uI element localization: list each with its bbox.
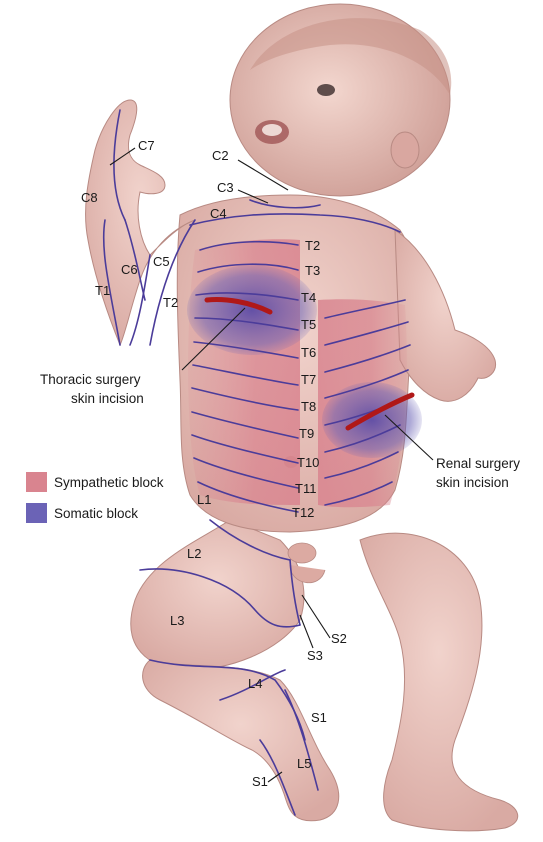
label-s1-upper: S1	[311, 710, 327, 725]
label-t5: T5	[301, 317, 316, 332]
label-l5: L5	[297, 756, 311, 771]
infant-body	[86, 4, 518, 831]
label-t6: T6	[301, 345, 316, 360]
renal-callout-line1: Renal surgery	[436, 456, 520, 471]
label-c6: C6	[121, 262, 138, 277]
label-s3: S3	[307, 648, 323, 663]
label-l1: L1	[197, 492, 211, 507]
label-c8: C8	[81, 190, 98, 205]
label-t12: T12	[292, 505, 314, 520]
renal-callout-line2: skin incision	[436, 475, 509, 490]
label-t8: T8	[301, 399, 316, 414]
label-t1: T1	[95, 283, 110, 298]
label-s1-lower: S1	[252, 774, 268, 789]
leader-s3	[300, 615, 313, 648]
label-l2: L2	[187, 546, 201, 561]
label-t7: T7	[301, 372, 316, 387]
thoracic-callout-line2: skin incision	[71, 391, 144, 406]
label-c4: C4	[210, 206, 227, 221]
label-l4: L4	[248, 676, 262, 691]
legend-label-sympathetic: Sympathetic block	[54, 475, 164, 490]
label-t11: T11	[295, 481, 316, 496]
label-t2: T2	[305, 238, 320, 253]
label-t2-arm: T2	[163, 295, 178, 310]
legend-label-somatic: Somatic block	[54, 506, 138, 521]
label-s2: S2	[331, 631, 347, 646]
legend-swatch-sympathetic	[26, 472, 47, 492]
legend-swatch-somatic	[26, 503, 47, 523]
label-c2: C2	[212, 148, 229, 163]
label-c5: C5	[153, 254, 170, 269]
thoracic-callout-line1: Thoracic surgery	[40, 372, 141, 387]
label-c7: C7	[138, 138, 155, 153]
legend: Sympathetic block Somatic block	[26, 472, 164, 523]
label-c3: C3	[217, 180, 234, 195]
label-t4: T4	[301, 290, 316, 305]
label-t9: T9	[299, 426, 314, 441]
renal-callout: Renal surgery skin incision	[436, 456, 520, 490]
thoracic-callout: Thoracic surgery skin incision	[40, 372, 144, 406]
label-l3: L3	[170, 613, 184, 628]
label-t3: T3	[305, 263, 320, 278]
label-t10: T10	[297, 455, 319, 470]
